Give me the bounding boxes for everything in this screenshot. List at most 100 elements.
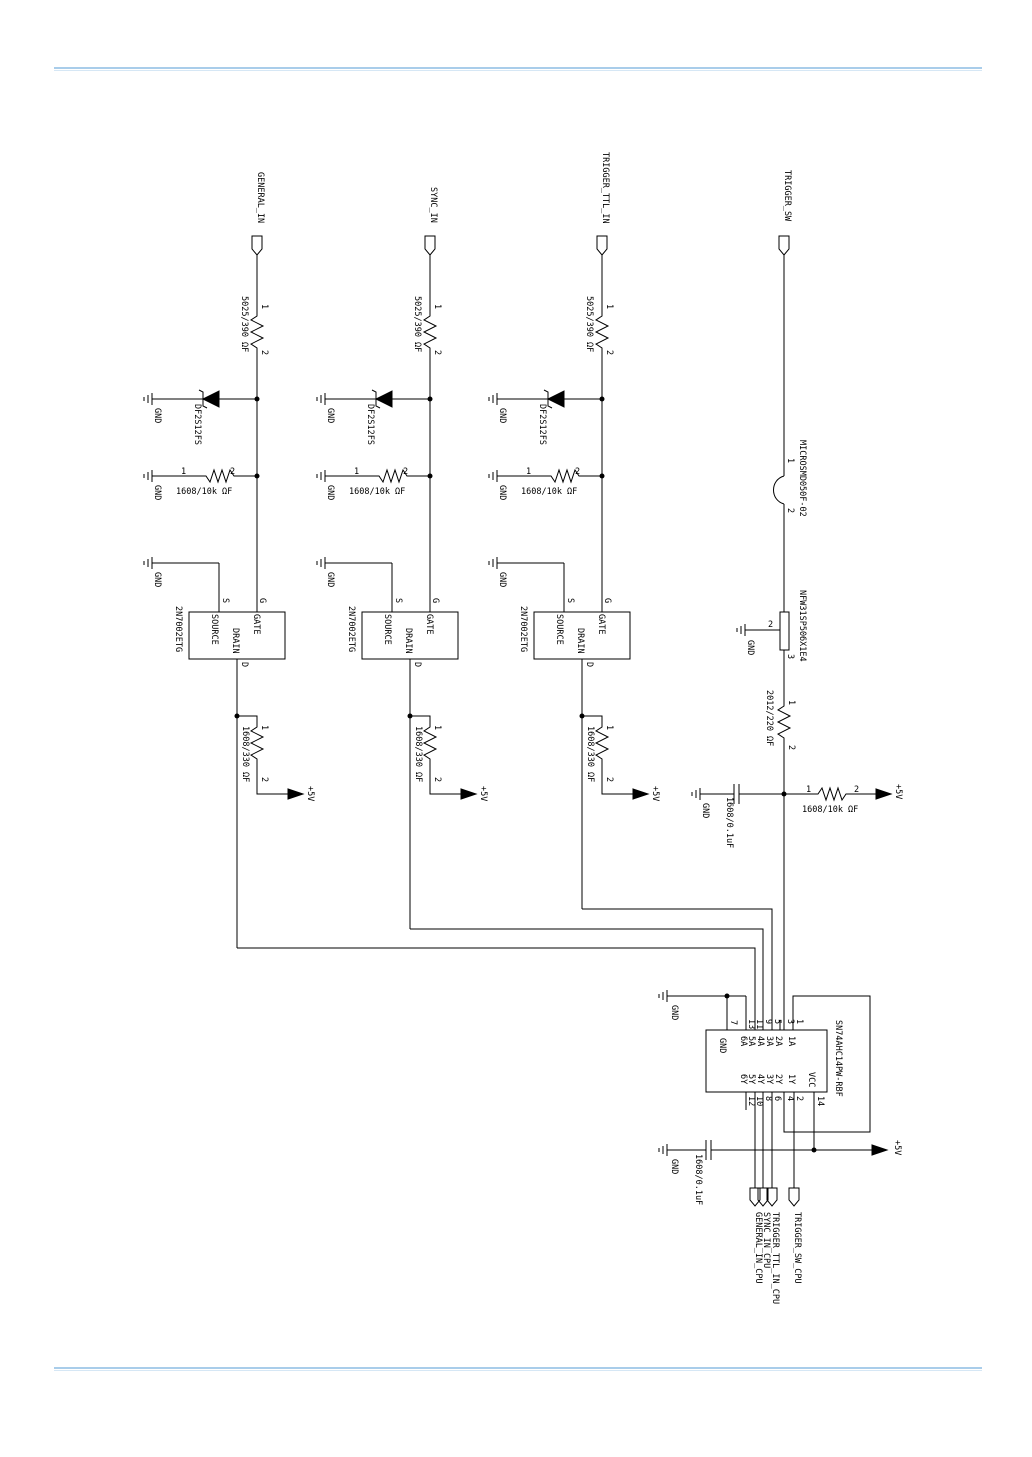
svg-text:3: 3 [785,654,795,659]
decoupling-cap-label: 1608/0.1uF [693,1154,703,1205]
series-resistor: 1 2 2012/220 ΩF [764,690,796,750]
sync-cpu-label: SYNC_IN_CPU [761,1212,771,1268]
signal-routing [237,908,773,1030]
filter-capacitor-label: 1608/0.1uF [724,797,734,848]
svg-text:GATE: GATE [424,614,434,634]
diode-label: DF2S12FS [537,404,547,445]
polyfuse: 1 2 MICROSMD050F-02 [773,440,807,517]
channel-trigger-ttl: TRIGGER_TTL_IN 1 2 5025/390 ΩF GND DF2S1… [488,152,660,909]
svg-text:5Y: 5Y [746,1074,756,1084]
svg-text:GND: GND [717,1038,727,1053]
svg-text:2: 2 [259,350,269,355]
gnd-label: GND [669,1159,679,1174]
svg-text:2: 2 [785,508,795,513]
drain-resistor-label: 1608/330 ΩF [240,726,250,782]
svg-text:2: 2 [230,467,235,477]
svg-text:2: 2 [432,777,442,782]
gnd-label: GND [497,408,507,423]
svg-text:1: 1 [259,725,269,730]
svg-text:SOURCE: SOURCE [382,614,392,645]
pull-resistor-label: 1608/10k ΩF [176,487,232,497]
series-resistor-label: 5025/390 ΩF [239,296,249,352]
svg-text:1: 1 [181,467,186,477]
mosfet-label: 2N7002ETG [173,606,183,652]
logic-ic: SN74AHC14PW-RBF VCC GND GND 7 13 11 9 5 … [658,989,902,1205]
svg-text:9: 9 [763,1019,773,1024]
pull-resistor: 1 2 1608/10k ΩF GND [316,467,430,500]
svg-text:6A: 6A [738,1036,748,1046]
svg-text:D: D [584,662,594,667]
supply-label: +5V [893,784,903,799]
svg-text:3A: 3A [764,1036,774,1046]
series-resistor: 1 2 5025/390 ΩF [412,296,442,355]
svg-text:2: 2 [794,1096,804,1101]
general-in-label: GENERAL_IN [255,172,265,223]
emi-filter: 2 3 GND NFW31SP506X1E4 [736,590,807,662]
drain-resistor: 1 2 1608/330 ΩF +5V [237,715,315,801]
svg-text:14: 14 [815,1096,825,1106]
trigger-ttl-cpu-port [766,1187,778,1207]
mosfet: GND S G SOURCE GATE DRAIN D 2N7002ETG [488,556,631,716]
svg-text:3: 3 [785,1019,795,1024]
channel-sync: SYNC_IN 1 2 5025/390 ΩF GND DF2S12FS 1 2… [316,187,488,929]
series-resistor-label: 5025/390 ΩF [584,296,594,352]
trigger-ttl-in-port: TRIGGER_TTL_IN [596,152,610,256]
svg-text:1: 1 [806,785,811,795]
svg-text:D: D [239,662,249,667]
svg-text:1: 1 [786,700,796,705]
supply-label: +5V [892,1140,902,1155]
svg-text:4A: 4A [755,1036,765,1046]
svg-text:2: 2 [604,777,614,782]
top-rule [54,67,982,71]
pull-resistor-label: 1608/10k ΩF [521,487,577,497]
svg-text:1Y: 1Y [786,1074,796,1084]
svg-text:1: 1 [604,725,614,730]
svg-text:8: 8 [763,1096,773,1101]
svg-text:1: 1 [604,304,614,309]
svg-text:2: 2 [786,745,796,750]
pullup-resistor: 1 2 1608/10k ΩF +5V [784,784,903,815]
zener-diode: GND DF2S12FS [143,389,257,445]
gnd-label: GND [325,408,335,423]
svg-text:6: 6 [772,1096,782,1101]
svg-text:1: 1 [432,304,442,309]
svg-text:2: 2 [432,350,442,355]
general-in-port: GENERAL_IN [251,172,265,256]
pull-resistor: 1 2 1608/10k ΩF GND [488,467,602,500]
bottom-rule [54,1367,982,1371]
series-resistor: 1 2 5025/390 ΩF [239,296,269,355]
svg-text:7: 7 [728,1020,738,1025]
gnd-label: GND [152,485,162,500]
svg-text:DRAIN: DRAIN [230,628,240,654]
svg-text:2: 2 [854,785,859,795]
series-resistor-label: 5025/390 ΩF [412,296,422,352]
sync-in-label: SYNC_IN [428,187,438,223]
vcc-decoupling: +5V GND 1608/0.1uF [658,1092,902,1205]
svg-text:1A: 1A [786,1036,796,1046]
supply-label: +5V [650,786,660,801]
svg-text:2: 2 [259,777,269,782]
ic-output-pins: 6Y 5Y 4Y 3Y 2Y 1Y 12 10 8 6 4 2 14 [738,1074,825,1110]
svg-text:G: G [257,598,267,603]
svg-text:2A: 2A [773,1036,783,1046]
filter-capacitor: GND 1608/0.1uF [691,784,784,848]
mosfet-label: 2N7002ETG [346,606,356,652]
svg-text:6Y: 6Y [738,1074,748,1084]
svg-text:S: S [393,598,403,603]
svg-text:2: 2 [403,467,408,477]
gnd-label: GND [497,485,507,500]
svg-text:2: 2 [575,467,580,477]
diode-label: DF2S12FS [192,404,202,445]
gnd-label: GND [669,1005,679,1020]
sync-cpu-port [757,1187,769,1207]
svg-text:G: G [602,598,612,603]
drain-resistor: 1 2 1608/330 ΩF +5V [582,715,660,801]
svg-text:1: 1 [526,467,531,477]
output-ports: GENERAL_IN_CPU SYNC_IN_CPU TRIGGER_TTL_I… [749,1092,802,1304]
polyfuse-label: MICROSMD050F-02 [797,440,807,517]
svg-text:SOURCE: SOURCE [554,614,564,645]
svg-text:11: 11 [754,1019,764,1029]
pullup-resistor-label: 1608/10k ΩF [802,805,858,815]
svg-text:12: 12 [746,1096,756,1106]
